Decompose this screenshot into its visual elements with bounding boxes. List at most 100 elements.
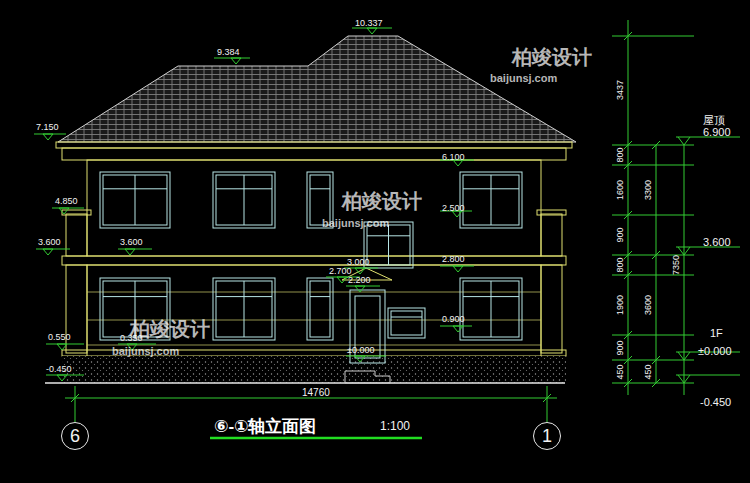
- window-transom: [103, 296, 167, 297]
- dimension-text: 1600: [615, 180, 625, 200]
- window-transom: [463, 188, 519, 189]
- elevation-text: 3.000: [347, 257, 370, 267]
- elevation-text: 2.500: [442, 203, 465, 213]
- dimension-line: [656, 145, 657, 383]
- level-marker: [337, 277, 347, 283]
- level-marker: [676, 137, 740, 145]
- level-marker: [125, 249, 135, 255]
- dimension-text: 3600: [643, 295, 653, 315]
- elevation-text: 屋顶: [703, 114, 725, 127]
- level-leader: [346, 356, 386, 357]
- watermark: baijunsj.com: [112, 345, 179, 358]
- window: [213, 278, 275, 340]
- dimension-tick: [652, 379, 660, 387]
- window-frame: [216, 175, 272, 225]
- window-frame: [310, 281, 330, 337]
- elevation-text: 1F: [710, 327, 723, 340]
- window-mullion: [135, 175, 136, 225]
- level-marker: [676, 247, 740, 255]
- window: [307, 278, 333, 340]
- elevation-text: 3.600: [120, 237, 143, 247]
- window-frame: [216, 281, 272, 337]
- dimension-text: 3437: [615, 80, 625, 100]
- dimension-text: 3300: [643, 180, 653, 200]
- window-transom: [310, 188, 330, 189]
- window-frame: [103, 175, 167, 225]
- elevation-text: 0.550: [48, 332, 71, 342]
- dimension-text: 7350: [671, 255, 681, 275]
- elevation-text: 4.850: [55, 196, 78, 206]
- elevation-text: -0.450: [46, 364, 72, 374]
- dimension-text: 450: [643, 364, 653, 379]
- window-mullion: [491, 281, 492, 337]
- elevation-text: 7.150: [36, 122, 59, 132]
- elevation-text: -0.450: [700, 396, 731, 409]
- level-marker: [43, 249, 53, 255]
- dimension-tick: [652, 141, 660, 149]
- watermark: 柏竣设计: [512, 46, 592, 68]
- window-frame: [463, 175, 519, 225]
- elevation-text: 14760: [302, 387, 330, 399]
- level-marker: [676, 375, 740, 383]
- window-transom: [463, 296, 519, 297]
- window-mullion: [244, 281, 245, 337]
- watermark: baijunsj.com: [490, 72, 557, 85]
- level-marker: [57, 344, 67, 350]
- elevation-text: 3.600: [703, 236, 731, 249]
- dimension-text: 450: [615, 364, 625, 379]
- level-marker: [355, 268, 365, 274]
- drawing-title: ⑥-①轴立面图: [214, 415, 316, 438]
- elevation-text: 2.200: [348, 275, 371, 285]
- elevation-text: 3.600: [38, 237, 61, 247]
- window: [460, 172, 522, 228]
- watermark: baijunsj.com: [322, 217, 389, 230]
- dimension-text: 900: [615, 227, 625, 242]
- level-marker: [367, 28, 377, 34]
- elevation-text: 10.337: [355, 18, 383, 28]
- level-marker: [453, 266, 463, 272]
- elevation-text: ±0.000: [347, 345, 374, 355]
- dimension-tick: [652, 356, 660, 364]
- window-mullion: [388, 225, 389, 265]
- level-marker: [453, 326, 463, 332]
- window: [460, 278, 522, 340]
- window-mullion: [491, 175, 492, 225]
- window-transom: [391, 317, 422, 318]
- elevation-text: ±0.000: [698, 345, 732, 358]
- axis-circle: 1: [533, 422, 561, 450]
- level-marker: [231, 58, 241, 64]
- dimension-tick: [652, 251, 660, 259]
- level-marker: [59, 208, 69, 214]
- window: [388, 308, 425, 338]
- elevation-text: 6.100: [442, 152, 465, 162]
- window-transom: [103, 188, 167, 189]
- window-mullion: [244, 175, 245, 225]
- watermark: 柏竣设计: [130, 318, 210, 340]
- window-frame: [391, 311, 422, 335]
- level-marker: [355, 286, 365, 292]
- window-frame: [367, 225, 410, 265]
- window-transom: [367, 235, 410, 236]
- level-marker: [355, 356, 365, 362]
- window: [100, 172, 170, 228]
- elevation-text: 0.900: [442, 314, 465, 324]
- dimension-line: [684, 145, 685, 395]
- dimension-text: 800: [615, 257, 625, 272]
- dimension-line: [628, 20, 629, 395]
- dimension-text: 800: [615, 147, 625, 162]
- watermark: 柏竣设计: [342, 190, 422, 212]
- dimension-tick: [612, 211, 694, 219]
- axis-line: [75, 386, 547, 422]
- window-transom: [216, 188, 272, 189]
- elevation-text: 6.900: [703, 126, 731, 139]
- window-transom: [310, 296, 330, 297]
- elevation-text: 2.700: [329, 266, 352, 276]
- axis-number: 1: [542, 426, 552, 447]
- dimension-tick: [612, 331, 694, 339]
- window-frame: [463, 281, 519, 337]
- dimension-text: 900: [615, 340, 625, 355]
- axis-circle: 6: [61, 422, 89, 450]
- dimension-tick: [612, 32, 694, 40]
